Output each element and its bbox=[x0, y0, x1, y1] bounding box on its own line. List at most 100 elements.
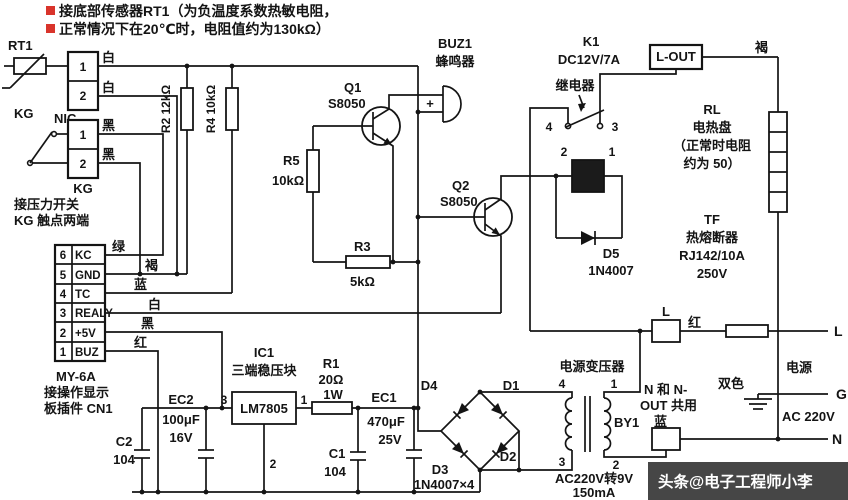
r3-value: 5kΩ bbox=[350, 274, 375, 289]
transformer-pin-2: 2 bbox=[613, 458, 620, 472]
r5-body bbox=[306, 149, 320, 193]
resistor-r1: R1 20Ω 1W bbox=[296, 356, 418, 415]
buzzer-plus: + bbox=[426, 96, 434, 111]
primary-coil bbox=[603, 397, 612, 451]
pressure-switch-kg: KG 1 2 黑 黑 KG 接压力开关 KG 触点两端 bbox=[14, 106, 164, 274]
cn1-pin-6: 6 bbox=[60, 250, 66, 262]
tf-label: TF bbox=[704, 212, 720, 227]
cn1-row-kc: KC bbox=[75, 250, 92, 262]
ac-label: AC 220V bbox=[782, 409, 835, 424]
r1-power: 1W bbox=[323, 387, 343, 402]
resistor-r4: R4 10kΩ bbox=[105, 66, 239, 294]
heater-body bbox=[768, 111, 788, 213]
note-line-2: 正常情况下在20℃时，电阻值约为130kΩ） bbox=[59, 21, 330, 37]
thermal-fuse-tf: TF 热熔断器 RJ142/10A 250V bbox=[679, 212, 745, 281]
wire-color-red-2: 红 bbox=[688, 315, 701, 330]
regulator-ic1: IC1 三端稳压块 LM7805 3 1 2 bbox=[142, 345, 308, 492]
watermark: 头条@电子工程师小李 bbox=[648, 462, 848, 500]
wire-color-white: 白 bbox=[148, 297, 161, 312]
relay-coil bbox=[571, 159, 605, 193]
d5-label: D5 bbox=[603, 246, 620, 261]
r2-body bbox=[180, 87, 194, 131]
ic1-label: IC1 bbox=[254, 345, 274, 360]
relay-label: K1 bbox=[583, 34, 600, 49]
cn1-pin-2: 2 bbox=[60, 328, 66, 340]
connector-nic: 1 2 NIC 白 白 bbox=[54, 50, 418, 274]
line-n-label: N bbox=[832, 431, 842, 447]
q2-label: Q2 bbox=[452, 178, 469, 193]
transformer-name: BY1 bbox=[614, 415, 639, 430]
r5-value: 10kΩ bbox=[272, 173, 304, 188]
cn1-pin-3: 3 bbox=[60, 308, 66, 320]
resistor-r5: R5 10kΩ bbox=[272, 126, 320, 262]
heating-plate-rl: RL 电热盘 （正常时电阻 约为 50） bbox=[673, 57, 788, 439]
bridge-type: 1N4007×4 bbox=[414, 477, 475, 492]
ic1-desc: 三端稳压块 bbox=[231, 363, 297, 378]
cn1-pin-4: 4 bbox=[60, 289, 67, 301]
relay-pin-2: 2 bbox=[561, 145, 568, 159]
rl-note-2: 约为 50） bbox=[683, 156, 740, 171]
capacitor-ec1: EC1 470μF 25V bbox=[367, 390, 422, 492]
transformer-current: 150mA bbox=[573, 485, 616, 500]
cn1-row-realy: REALY bbox=[75, 308, 113, 320]
kg-pin-1: 1 bbox=[80, 128, 87, 142]
cn1-footer-desc1: 接操作显示 bbox=[44, 385, 109, 400]
relay-pin-4: 4 bbox=[546, 120, 553, 134]
transformer-title: 电源变压器 bbox=[559, 359, 625, 374]
rl-desc: 电热盘 bbox=[692, 120, 731, 135]
lout-terminal: L-OUT 褐 bbox=[648, 40, 778, 71]
relay-rating: DC12V/7A bbox=[558, 52, 621, 67]
d4-label: D4 bbox=[421, 378, 438, 393]
resistor-r3: R3 5kΩ bbox=[313, 239, 418, 289]
r4-body bbox=[225, 87, 239, 131]
transformer-pin-4: 4 bbox=[559, 377, 566, 391]
d3-label: D3 bbox=[432, 462, 449, 477]
ec2-value: 100μF bbox=[162, 412, 200, 427]
r1-label: R1 bbox=[323, 356, 340, 371]
lout-label: L-OUT bbox=[656, 49, 696, 64]
l-terminal-label: L bbox=[662, 304, 670, 319]
ec1-value: 470μF bbox=[367, 414, 405, 429]
c2-label: C2 bbox=[116, 434, 133, 449]
rl-label: RL bbox=[703, 102, 720, 117]
r1-value: 20Ω bbox=[319, 372, 344, 387]
pressure-note-2: KG 触点两端 bbox=[14, 213, 89, 228]
thermistor-rt1: RT1 bbox=[2, 38, 68, 89]
buzzer-buz1: BUZ1 蜂鸣器 + bbox=[418, 36, 475, 123]
transistor-q1: Q1 S8050 bbox=[313, 80, 443, 262]
junction-dots bbox=[137, 63, 781, 495]
cn1-pin-1: 1 bbox=[60, 347, 67, 359]
kg-connector-label: KG bbox=[73, 181, 93, 196]
r4-label: R4 10kΩ bbox=[204, 84, 218, 133]
r3-label: R3 bbox=[354, 239, 371, 254]
relay-contact-3 bbox=[596, 122, 604, 130]
wire-color-red: 红 bbox=[134, 335, 147, 350]
nic-pin-1: 1 bbox=[80, 60, 87, 74]
diode-d5: D5 1N4007 bbox=[581, 231, 634, 278]
d5-type: 1N4007 bbox=[588, 263, 634, 278]
c1-label: C1 bbox=[329, 446, 346, 461]
buzzer-desc: 蜂鸣器 bbox=[435, 54, 475, 69]
resistor-r2: R2 12kΩ bbox=[105, 66, 194, 275]
power-label: 电源 bbox=[786, 360, 812, 375]
ec2-volt: 16V bbox=[169, 430, 192, 445]
relay-pin-3: 3 bbox=[612, 120, 619, 134]
thermistor-body bbox=[13, 57, 47, 75]
watermark-background bbox=[648, 462, 848, 500]
tf-model: RJ142/10A bbox=[679, 248, 745, 263]
top-note: 接底部传感器RT1（为负温度系数热敏电阻， 正常情况下在20℃时，电阻值约为13… bbox=[46, 3, 337, 37]
r1-body bbox=[311, 401, 353, 415]
fuse bbox=[725, 324, 769, 338]
pressure-note-1: 接压力开关 bbox=[14, 197, 79, 212]
line-l-label: L bbox=[834, 323, 843, 339]
relay-pin-1: 1 bbox=[609, 145, 616, 159]
tf-desc: 热熔断器 bbox=[686, 230, 739, 245]
watermark-text: 头条@电子工程师小李 bbox=[658, 472, 813, 491]
wire-color-black-2: 黑 bbox=[102, 147, 115, 162]
nic-pin-2: 2 bbox=[80, 89, 87, 103]
wire-color-black-1: 黑 bbox=[102, 118, 115, 133]
bullet-icon bbox=[46, 24, 55, 33]
wire-color-brown: 褐 bbox=[144, 258, 158, 273]
kg-switch-label: KG bbox=[14, 106, 34, 121]
wire-color-white-1: 白 bbox=[102, 50, 115, 65]
